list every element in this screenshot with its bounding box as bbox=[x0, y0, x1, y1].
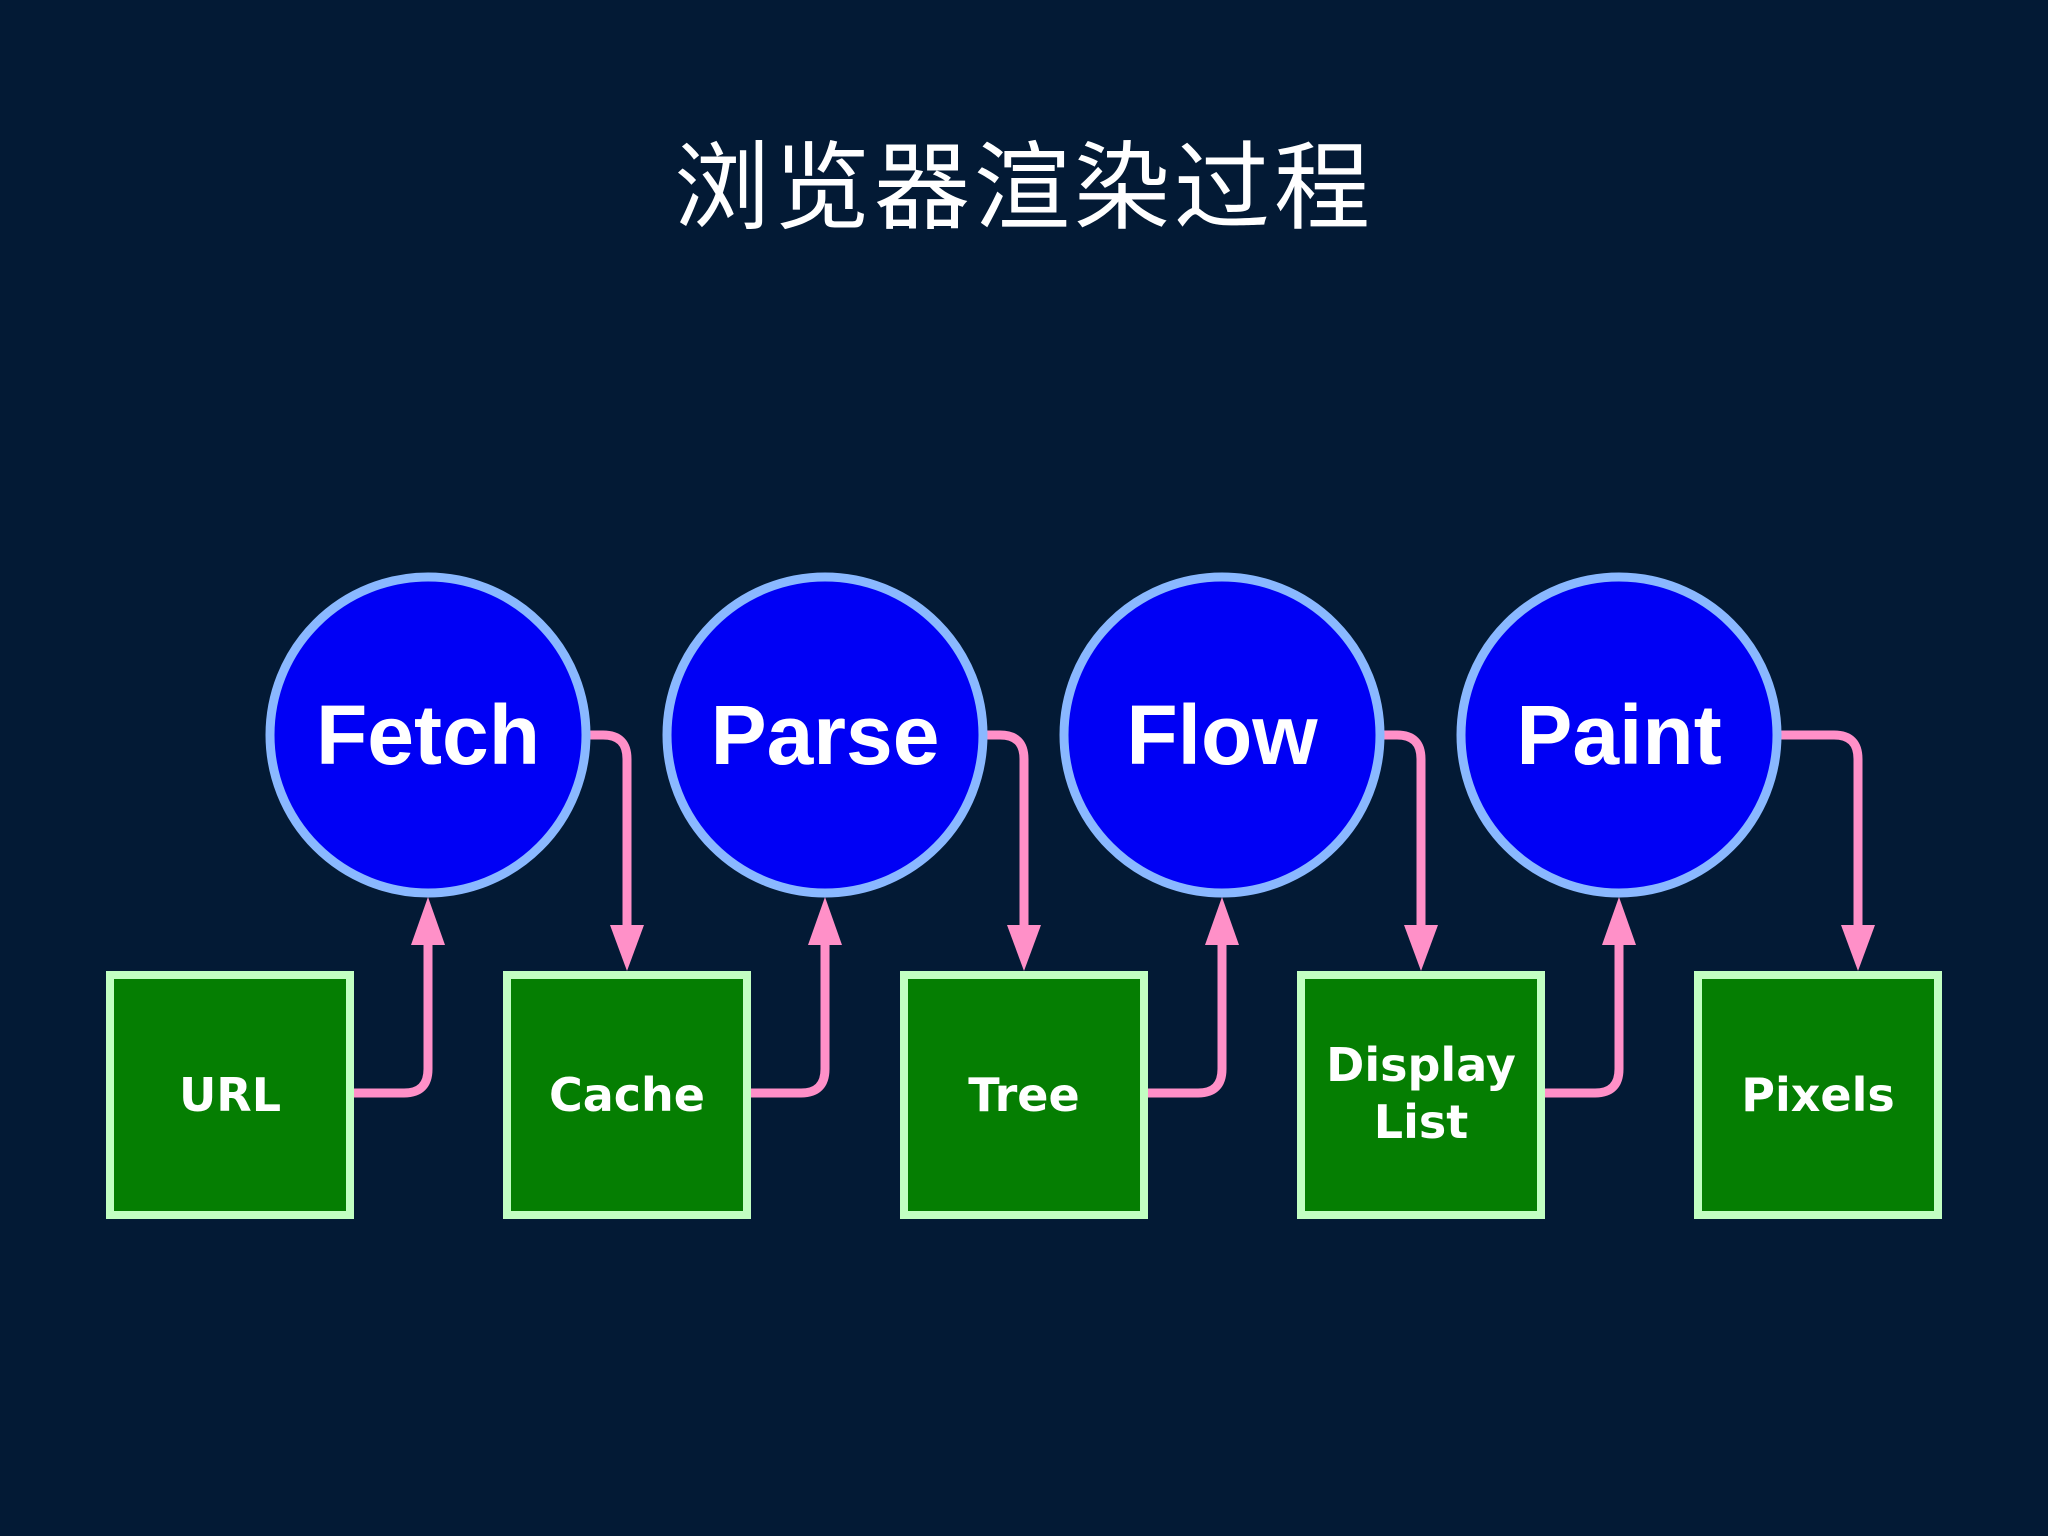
data-box-tree: Tree bbox=[900, 971, 1148, 1219]
output-arrow-head bbox=[1404, 925, 1438, 971]
output-arrow-head bbox=[1007, 925, 1041, 971]
input-arrow-line bbox=[1148, 943, 1227, 1098]
input-arrow-head bbox=[1205, 897, 1239, 945]
process-parse: Parse bbox=[662, 572, 988, 898]
data-box-label: URL bbox=[179, 1068, 281, 1122]
data-box-pixels: Pixels bbox=[1694, 971, 1942, 1219]
process-flow: Flow bbox=[1059, 572, 1385, 898]
data-box-url: URL bbox=[106, 971, 354, 1219]
process-circle bbox=[265, 572, 591, 898]
process-paint: Paint bbox=[1456, 572, 1782, 898]
input-arrow-line bbox=[751, 943, 830, 1098]
output-arrow-line bbox=[590, 730, 632, 927]
process-fetch: Fetch bbox=[265, 572, 591, 898]
process-circle bbox=[1059, 572, 1385, 898]
connectors bbox=[354, 730, 1875, 1098]
process-circle bbox=[1456, 572, 1782, 898]
input-arrow-line bbox=[354, 943, 433, 1098]
data-box-label-line-2: List bbox=[1374, 1095, 1468, 1149]
output-arrow-line bbox=[1384, 730, 1426, 927]
input-arrow-head bbox=[411, 897, 445, 945]
data-box-label-line-1: Display bbox=[1326, 1038, 1516, 1092]
output-arrow-line bbox=[987, 730, 1029, 927]
output-arrow-head bbox=[1841, 925, 1875, 971]
data-box-rect bbox=[1694, 971, 1942, 1219]
output-arrow-line bbox=[1781, 730, 1863, 927]
data-box-rect bbox=[503, 971, 751, 1219]
process-circle bbox=[662, 572, 988, 898]
data-box-rect bbox=[106, 971, 354, 1219]
data-box-label: Cache bbox=[549, 1068, 705, 1122]
slide-title: 浏览器渲染过程 bbox=[674, 132, 1374, 244]
input-arrow-head bbox=[808, 897, 842, 945]
output-arrow-head bbox=[610, 925, 644, 971]
data-box-label: Pixels bbox=[1741, 1068, 1895, 1122]
process-label: Fetch bbox=[316, 688, 540, 782]
input-arrow-head bbox=[1602, 897, 1636, 945]
data-box-label: Tree bbox=[968, 1068, 1079, 1122]
process-label: Parse bbox=[711, 688, 940, 782]
data-box-rect bbox=[900, 971, 1148, 1219]
data-box-cache: Cache bbox=[503, 971, 751, 1219]
data-box-display-list: Display List bbox=[1297, 971, 1545, 1219]
input-arrow-line bbox=[1545, 943, 1624, 1098]
process-label: Flow bbox=[1126, 688, 1318, 782]
process-label: Paint bbox=[1516, 688, 1721, 782]
data-box-rect bbox=[1297, 971, 1545, 1219]
